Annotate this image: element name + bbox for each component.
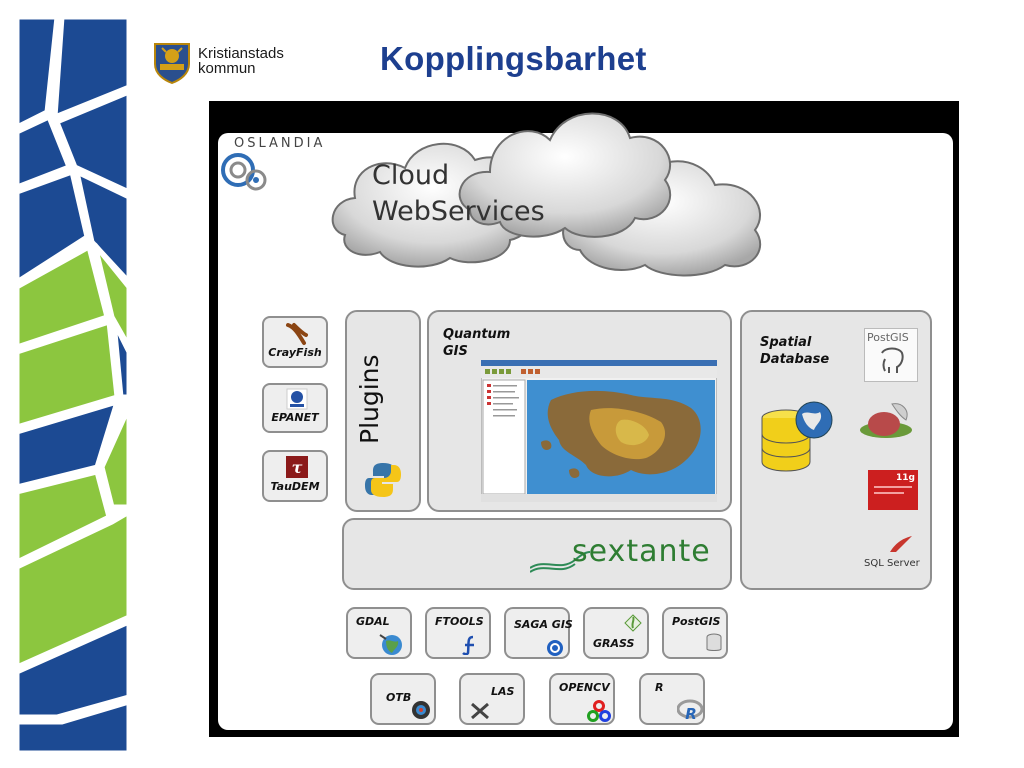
- spatial-db-heading-line1: Spatial: [760, 335, 812, 350]
- slide-title: Kopplingsbarhet: [380, 40, 647, 77]
- saga-gis-label: SAGA GIS: [514, 618, 573, 631]
- grass-label: GRASS: [593, 637, 635, 650]
- municipality-name: Kristianstads kommun: [198, 46, 284, 76]
- qgis-screenshot-image: [481, 360, 717, 502]
- coat-of-arms-logo: [154, 43, 190, 84]
- elephant-icon: [881, 347, 904, 373]
- cloud-icon: [331, 112, 762, 277]
- taudem-plugin-box[interactable]: τ TauDEM: [262, 450, 328, 502]
- postgis-db-icon: [706, 633, 722, 651]
- crayfish-label: CrayFish: [268, 346, 322, 359]
- epanet-plugin-box[interactable]: EPANET: [262, 383, 328, 433]
- spatial-db-heading-line2: Database: [760, 352, 830, 367]
- opencv-tool-box[interactable]: OPENCV: [549, 673, 615, 725]
- r-tool-box[interactable]: R R: [639, 673, 705, 725]
- opencv-icon: [587, 700, 611, 722]
- qgis-heading-line2: GIS: [443, 344, 468, 359]
- r-logo-icon: R: [677, 699, 703, 721]
- decorative-tile-strip: [17, 17, 129, 753]
- municipality-name-line2: kommun: [198, 60, 256, 77]
- municipality-name-line1: Kristianstads: [198, 45, 284, 62]
- sqlserver-icon: [890, 536, 912, 552]
- saga-gis-tool-box[interactable]: SAGA GIS: [504, 607, 573, 659]
- oracle-logo: 11g: [868, 470, 918, 510]
- taudem-label: TauDEM: [270, 480, 320, 493]
- opencv-label: OPENCV: [559, 681, 610, 694]
- python-icon: [365, 463, 401, 497]
- sqlserver-label: SQL Server: [864, 558, 920, 569]
- otb-label: OTB: [386, 691, 412, 704]
- gdal-globe-icon: [379, 634, 402, 655]
- spatial-database-box[interactable]: Spatial Database PostGIS 11g SQL Server: [740, 310, 932, 590]
- las-label: LAS: [491, 685, 515, 698]
- oslandia-brand-text: OSLANDIA: [234, 136, 326, 151]
- gdal-tool-box[interactable]: GDAL: [346, 607, 412, 659]
- sextante-box[interactable]: sextante: [342, 518, 732, 590]
- postgis-logo-text: PostGIS: [867, 331, 909, 344]
- otb-tool-box[interactable]: OTB: [370, 673, 436, 725]
- qgis-heading: Quantum GIS: [443, 326, 510, 360]
- gdal-label: GDAL: [356, 615, 390, 628]
- plugins-box[interactable]: Plugins: [345, 310, 421, 512]
- qgis-heading-line1: Quantum: [443, 327, 511, 342]
- crayfish-icon: [286, 323, 308, 345]
- oslandia-logo-icon: [221, 153, 267, 191]
- epanet-label: EPANET: [271, 411, 319, 424]
- database-globe-icon: [761, 401, 833, 472]
- cloud-label: Cloud WebServices: [372, 158, 545, 230]
- epanet-icon: [286, 388, 308, 410]
- ftools-tool-box[interactable]: FTOOLS: [425, 607, 491, 659]
- las-tool-box[interactable]: LAS: [459, 673, 525, 725]
- cloud-label-line1: Cloud: [372, 160, 450, 191]
- oracle-version-text: 11g: [896, 473, 915, 483]
- grass-icon: [624, 614, 642, 632]
- qgis-box[interactable]: Quantum GIS: [427, 310, 732, 512]
- las-satellite-icon: [471, 702, 489, 720]
- cloud-label-line2: WebServices: [372, 196, 545, 227]
- otb-icon: [412, 701, 430, 719]
- sextante-waves-icon: [530, 551, 590, 573]
- grass-tool-box[interactable]: GRASS: [583, 607, 649, 659]
- sextante-logo-text: sextante: [572, 534, 711, 569]
- svg-text:τ: τ: [292, 458, 303, 477]
- plugins-label: Plugins: [355, 354, 384, 444]
- ftools-label: FTOOLS: [435, 615, 484, 628]
- r-label: R: [655, 681, 664, 694]
- svg-text:R: R: [685, 705, 697, 721]
- sqlserver-logo: SQL Server: [864, 534, 920, 574]
- postgis-tool-box[interactable]: PostGIS: [662, 607, 728, 659]
- saga-icon: [547, 640, 563, 656]
- crayfish-plugin-box[interactable]: CrayFish: [262, 316, 328, 368]
- taudem-icon: τ: [286, 456, 308, 478]
- postgis-logo: PostGIS: [864, 328, 918, 382]
- spatialite-icon: [860, 403, 912, 438]
- ftools-icon: [462, 635, 474, 655]
- postgis-tool-label: PostGIS: [672, 615, 721, 628]
- spatial-db-heading: Spatial Database: [760, 334, 829, 368]
